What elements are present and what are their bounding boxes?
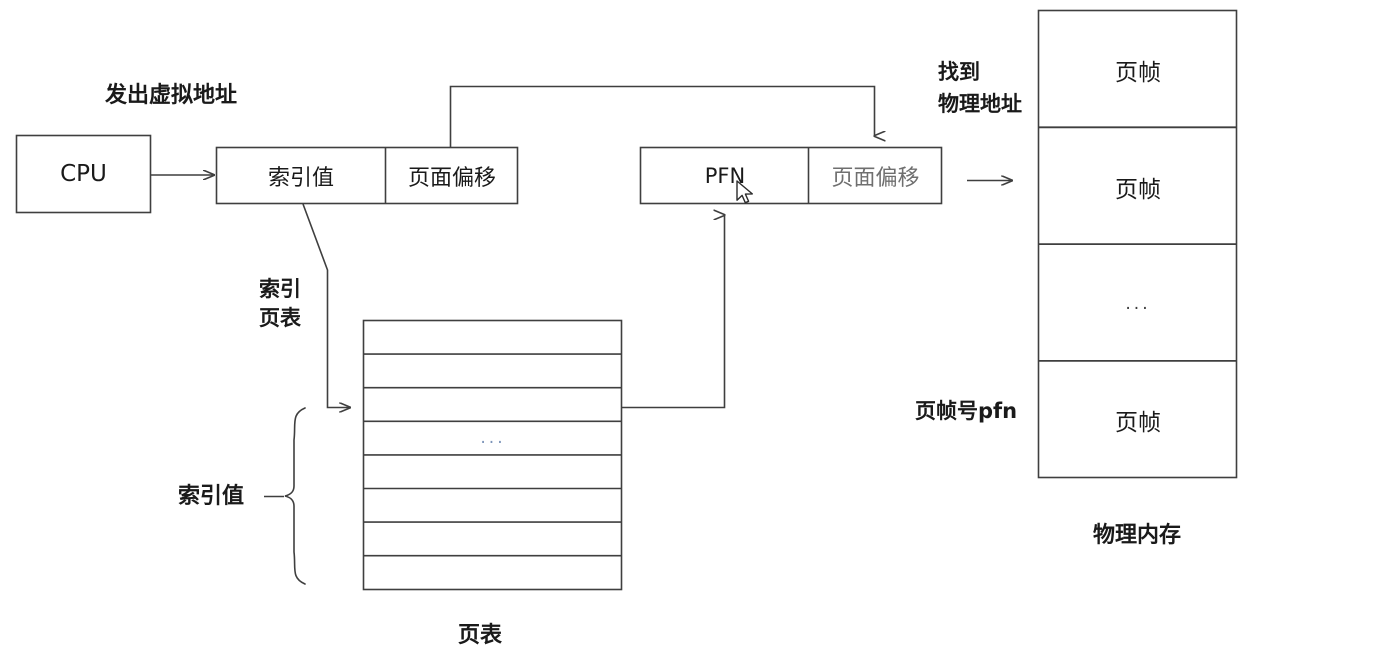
index-to-page-table-connector (302, 203, 350, 408)
physical-address-pfn-label: PFN (704, 163, 746, 188)
virtual-address-offset-label: 页面偏移 (407, 165, 496, 191)
virtual-address-index-label: 索引值 (267, 165, 334, 191)
index-value-bracket (284, 407, 306, 585)
index-value-bracket-label: 索引值 (178, 484, 245, 509)
page-frame-number-label: 页帧号pfn (915, 399, 1018, 423)
find-physical-address-line2: 物理地址 (938, 92, 1022, 116)
index-page-table-label-line1: 索引 (259, 277, 301, 301)
mouse-cursor (736, 180, 758, 208)
physical-memory-cell-label: 页帧 (1115, 176, 1161, 203)
offset-to-offset-connector (449, 85, 875, 147)
physical-memory-cell-ellipsis: ... (1125, 293, 1151, 314)
index-page-table-label-line2: 页表 (259, 306, 301, 330)
arrow-pointer-icon (736, 180, 753, 204)
physical-memory-cell-label: 页帧 (1115, 410, 1161, 436)
pte-to-pfn-connector (622, 215, 725, 409)
page-table-caption: 页表 (457, 623, 502, 648)
physical-memory-caption: 物理内存 (1092, 523, 1181, 548)
physical-address-offset-label: 页面偏移 (831, 165, 920, 191)
cpu-box-label: CPU (60, 161, 107, 187)
physical-memory-cell-label: 页帧 (1115, 59, 1161, 86)
page-table-ellipsis: ... (480, 428, 506, 448)
issue-virtual-address-label: 发出虚拟地址 (105, 83, 238, 108)
find-physical-address-line1: 找到 (938, 60, 980, 84)
page-table-outline (362, 319, 623, 591)
